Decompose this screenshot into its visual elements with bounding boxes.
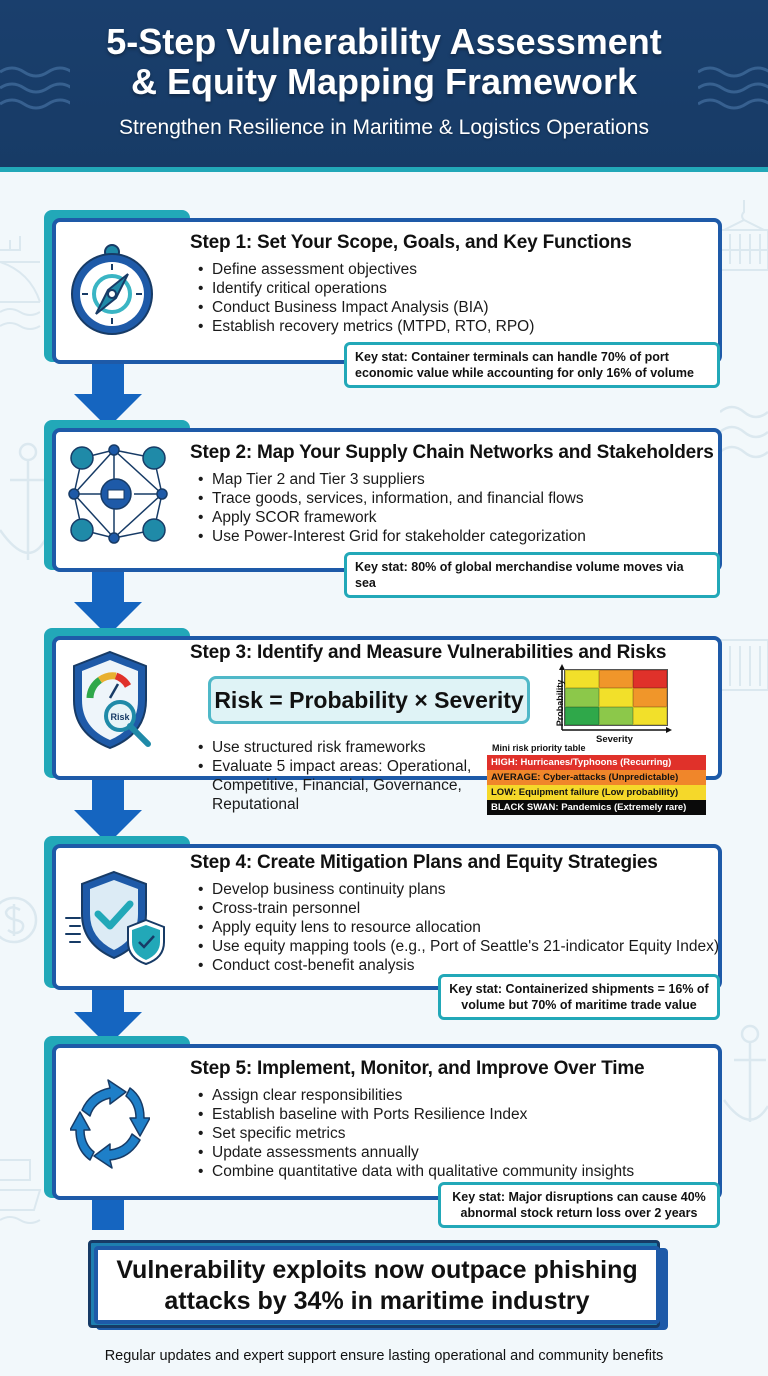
risk-row-black-swan: BLACK SWAN: Pandemics (Extremely rare) [487, 800, 706, 815]
bullet-item-continuation: Reputational [212, 796, 300, 813]
matrix-cell [633, 670, 667, 689]
anchor-decoration-icon [0, 442, 45, 560]
bullet-item: Define assessment objectives [196, 260, 534, 279]
matrix-cell [565, 688, 599, 707]
waves-decoration-icon [698, 66, 768, 110]
bullet-item: Cross-train personnel [196, 899, 719, 918]
key-stat-line: abnormal stock return loss over 2 years [460, 1206, 698, 1220]
matrix-cell [599, 670, 633, 689]
matrix-cell [633, 688, 667, 707]
step-5-card: Step 5: Implement, Monitor, and Improve … [44, 1036, 722, 1228]
bullet-item: Identify critical operations [196, 279, 534, 298]
step-connector-1-2 [92, 360, 124, 400]
step-connector-3-4 [92, 778, 124, 814]
key-stat-line: sea [355, 576, 376, 590]
risk-row-average: AVERAGE: Cyber-attacks (Unpredictable) [487, 770, 706, 785]
bullet-item: Use Power-Interest Grid for stakeholder … [196, 527, 586, 546]
bullet-item: Conduct cost-benefit analysis [196, 956, 719, 975]
anchor-decoration-icon [722, 1024, 768, 1122]
bullet-item: Map Tier 2 and Tier 3 suppliers [196, 470, 586, 489]
risk-formula-box: Risk = Probability × Severity [208, 676, 530, 724]
key-stat-badge: Key stat: Major disruptions can cause 40… [438, 1182, 720, 1228]
waves-decoration-icon [0, 66, 70, 110]
matrix-cell [599, 688, 633, 707]
bullet-item: Establish baseline with Ports Resilience… [196, 1105, 634, 1124]
step-2-bullets: Map Tier 2 and Tier 3 suppliers Trace go… [196, 470, 586, 546]
bullet-item: Use equity mapping tools (e.g., Port of … [196, 937, 719, 956]
container-decoration-icon [720, 639, 768, 691]
risk-matrix-heatmap [564, 669, 668, 726]
matrix-x-axis-label: Severity [596, 734, 633, 745]
banner-line: Vulnerability exploits now outpace phish… [116, 1256, 638, 1284]
page-subtitle: Strengthen Resilience in Maritime & Logi… [119, 116, 649, 139]
footer-note: Regular updates and expert support ensur… [104, 1348, 664, 1364]
step-3-bullets: Use structured risk frameworks Evaluate … [196, 738, 471, 814]
risk-shield-icon: Risk [73, 650, 151, 750]
mini-risk-priority-table: HIGH: Hurricanes/Typhoons (Recurring) AV… [487, 755, 706, 815]
step-1-title: Step 1: Set Your Scope, Goals, and Key F… [190, 232, 632, 253]
bullet-item: Assign clear responsibilities [196, 1086, 634, 1105]
bullet-item: Develop business continuity plans [196, 880, 719, 899]
step-1-bullets: Define assessment objectives Identify cr… [196, 260, 534, 336]
step-4-title: Step 4: Create Mitigation Plans and Equi… [190, 852, 658, 873]
mini-risk-table-title: Mini risk priority table [492, 743, 586, 753]
key-stat-line: Key stat: 80% of global merchandise volu… [355, 560, 684, 574]
risk-matrix-axes [559, 664, 672, 733]
bullet-item: Apply SCOR framework [196, 508, 586, 527]
step-1-card: Step 1: Set Your Scope, Goals, and Key F… [44, 210, 722, 388]
waves-decoration-icon [720, 405, 768, 459]
key-stat-badge: Key stat: Container terminals can handle… [344, 342, 720, 388]
step-5-bullets: Assign clear responsibilities Establish … [196, 1086, 634, 1181]
risk-row-high: HIGH: Hurricanes/Typhoons (Recurring) [487, 755, 706, 770]
step-5-title: Step 5: Implement, Monitor, and Improve … [190, 1058, 645, 1079]
dollar-decoration-icon [0, 896, 38, 944]
matrix-y-axis-label: Probability [555, 679, 565, 727]
bullet-item: Use structured risk frameworks [196, 738, 471, 757]
risk-row-low: LOW: Equipment failure (Low probability) [487, 785, 706, 800]
network-icon [68, 444, 168, 544]
matrix-cell [565, 670, 599, 689]
bullet-item: Apply equity lens to resource allocation [196, 918, 719, 937]
compass-icon [71, 244, 153, 335]
step-4-bullets: Develop business continuity plans Cross-… [196, 880, 719, 975]
container-crane-decoration-icon [720, 200, 768, 271]
svg-text:Risk: Risk [110, 712, 130, 722]
matrix-cell [565, 706, 599, 725]
step-4-card: Step 4: Create Mitigation Plans and Equi… [44, 836, 722, 1020]
bullet-item: Establish recovery metrics (MTPD, RTO, R… [196, 317, 534, 336]
highlight-banner: Vulnerability exploits now outpace phish… [88, 1240, 668, 1336]
key-stat-line: economic value while accounting for only… [355, 366, 694, 380]
key-stat-badge: Key stat: 80% of global merchandise volu… [344, 552, 720, 598]
cycle-arrows-icon [70, 1079, 150, 1169]
bullet-item-continuation: Competitive, Financial, Governance, [212, 777, 462, 794]
step-3-title: Step 3: Identify and Measure Vulnerabili… [190, 642, 667, 663]
banner-line: attacks by 34% in maritime industry [164, 1287, 590, 1315]
bullet-item: Evaluate 5 impact areas: Operational, [196, 757, 471, 776]
header-banner: 5-Step Vulnerability Assessment & Equity… [0, 0, 768, 172]
title-line-2: & Equity Mapping Framework [130, 61, 638, 102]
step-2-card: Step 2: Map Your Supply Chain Networks a… [44, 420, 722, 598]
ship-decoration-icon [0, 1159, 42, 1224]
matrix-cell [633, 706, 667, 725]
bullet-item: Combine quantitative data with qualitati… [196, 1162, 634, 1181]
ship-decoration-icon [0, 236, 41, 330]
bullet-item: Update assessments annually [196, 1143, 634, 1162]
step-2-title: Step 2: Map Your Supply Chain Networks a… [190, 442, 714, 463]
title-line-1: 5-Step Vulnerability Assessment [106, 21, 662, 62]
step-connector-2-3 [92, 570, 124, 606]
key-stat-line: Key stat: Containerized shipments = 16% … [449, 982, 709, 996]
key-stat-line: volume but 70% of maritime trade value [461, 998, 697, 1012]
matrix-cell [599, 706, 633, 725]
key-stat-badge: Key stat: Containerized shipments = 16% … [438, 974, 720, 1020]
banner-text: Vulnerability exploits now outpace phish… [94, 1246, 660, 1324]
bullet-item: Set specific metrics [196, 1124, 634, 1143]
key-stat-line: Key stat: Container terminals can handle… [355, 350, 669, 364]
page-title: 5-Step Vulnerability Assessment & Equity… [0, 0, 768, 102]
step-connector-5-end [92, 1196, 124, 1230]
shield-check-icon [65, 870, 165, 966]
bullet-item: Conduct Business Impact Analysis (BIA) [196, 298, 534, 317]
key-stat-line: Key stat: Major disruptions can cause 40… [452, 1190, 706, 1204]
bullet-item: Trace goods, services, information, and … [196, 489, 586, 508]
